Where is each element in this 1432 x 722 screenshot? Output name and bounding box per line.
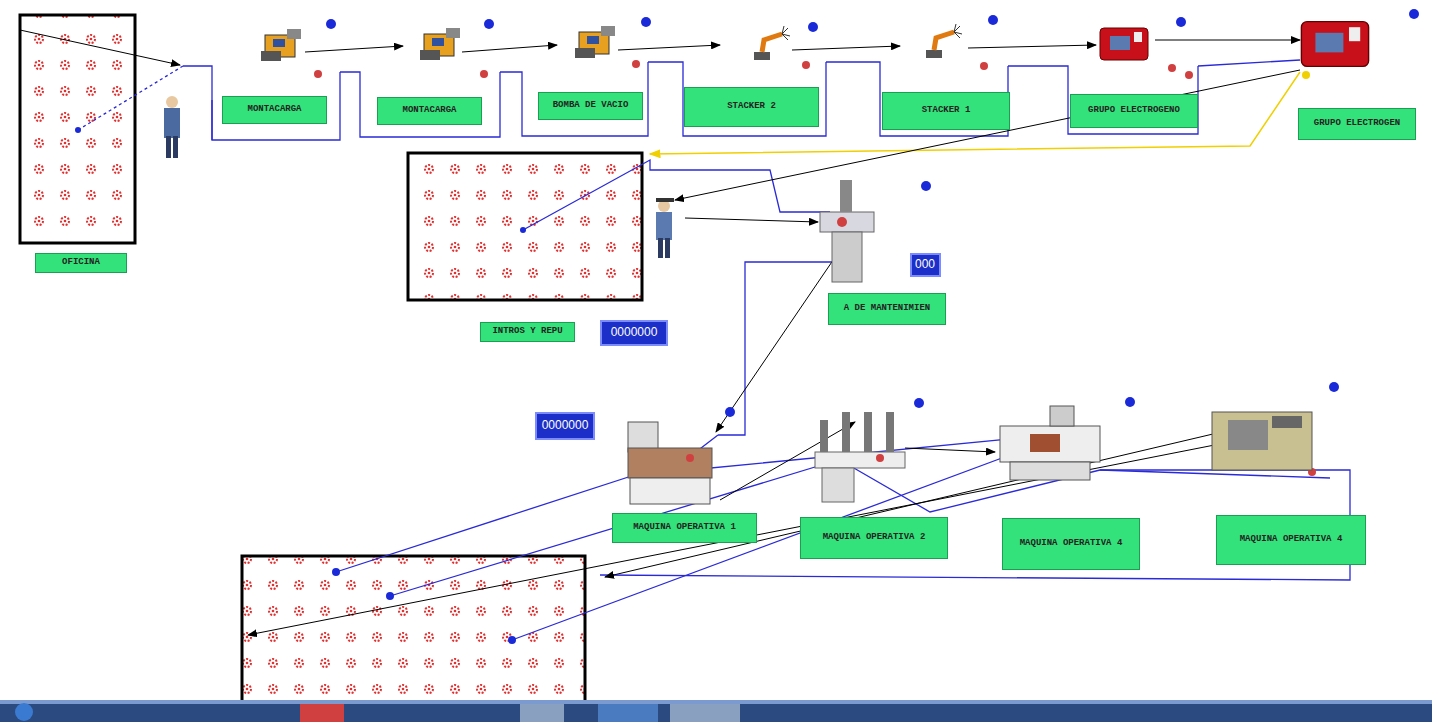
label-text: OFICINA <box>62 258 100 268</box>
label-text: 0000000 <box>542 419 589 432</box>
station-label: MAQUINA OPERATIVA 4 <box>1002 518 1140 570</box>
station-label: A DE MANTENIMIEN <box>828 293 946 325</box>
station-label: STACKER 1 <box>882 92 1010 130</box>
label-text: 0000000 <box>611 326 658 339</box>
label-text: A DE MANTENIMIEN <box>844 304 930 314</box>
counter-display: 0000000 <box>600 320 668 346</box>
label-text: 000 <box>915 258 935 271</box>
station-label: INTROS Y REPU <box>480 322 575 342</box>
label-text: MAQUINA OPERATIVA 1 <box>633 523 736 533</box>
label-text: GRUPO ELECTROGENO <box>1088 106 1180 116</box>
label-text: BOMBA DE VACIO <box>553 101 629 111</box>
label-text: MONTACARGA <box>402 106 456 116</box>
station-label: GRUPO ELECTROGEN <box>1298 108 1416 140</box>
label-text: INTROS Y REPU <box>492 327 562 337</box>
label-text: STACKER 1 <box>922 106 971 116</box>
counter-display: 000 <box>910 253 941 277</box>
label-text: GRUPO ELECTROGEN <box>1314 119 1400 129</box>
label-text: MAQUINA OPERATIVA 2 <box>823 533 926 543</box>
station-label: MONTACARGA <box>222 96 327 124</box>
label-text: STACKER 2 <box>727 102 776 112</box>
station-label: MAQUINA OPERATIVA 1 <box>612 513 757 543</box>
station-label: OFICINA <box>35 253 127 273</box>
label-text: MONTACARGA <box>247 105 301 115</box>
station-label: GRUPO ELECTROGENO <box>1070 94 1198 128</box>
station-label: BOMBA DE VACIO <box>538 92 643 120</box>
counter-display: 0000000 <box>535 412 595 440</box>
label-text: MAQUINA OPERATIVA 4 <box>1240 535 1343 545</box>
station-label: MAQUINA OPERATIVA 2 <box>800 517 948 559</box>
station-label: MAQUINA OPERATIVA 4 <box>1216 515 1366 565</box>
station-label: STACKER 2 <box>684 87 819 127</box>
label-text: MAQUINA OPERATIVA 4 <box>1020 539 1123 549</box>
station-label: MONTACARGA <box>377 97 482 125</box>
